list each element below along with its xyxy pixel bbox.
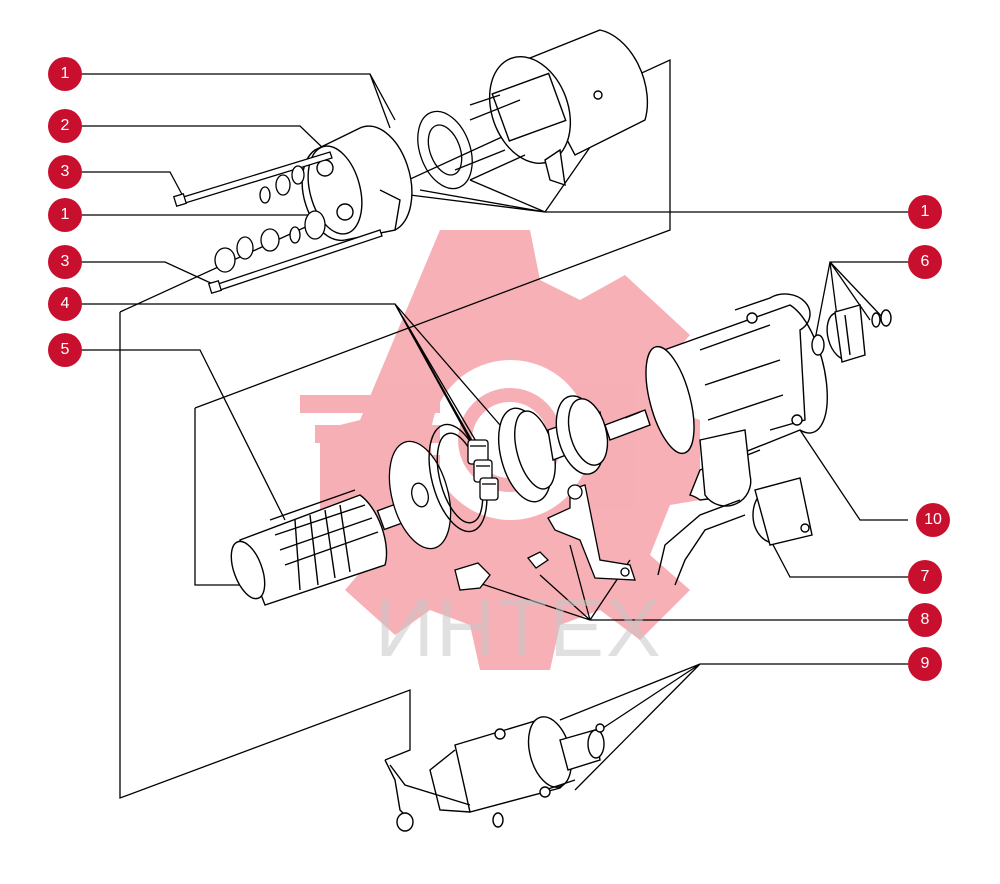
callout-2-marker: [48, 109, 82, 143]
leader-6: [814, 261, 908, 341]
callout-1a-label: 1: [60, 65, 70, 82]
callout-4-label: 4: [60, 295, 70, 312]
callout-badges: [48, 57, 950, 681]
callout-10-label: 10: [924, 511, 942, 528]
callout-3a-marker: [48, 155, 82, 189]
solenoid-small: [657, 477, 813, 586]
callout-1b-marker: [48, 198, 82, 232]
callout-3b-label: 3: [60, 253, 70, 270]
callout-9-marker: [908, 647, 942, 681]
callout-4-marker: [48, 287, 82, 321]
callout-8-label: 8: [920, 611, 930, 628]
callout-5-label: 5: [60, 341, 70, 358]
drive-housing: [645, 293, 828, 507]
callout-6-marker: [908, 245, 942, 279]
callout-1b-label: 1: [60, 206, 70, 223]
callout-5-marker: [48, 333, 82, 367]
nuts-washers: [214, 165, 326, 273]
solenoid-switch: [384, 716, 605, 832]
through-bolt-upper: [172, 151, 333, 208]
leader-4: [82, 303, 501, 466]
callout-2-label: 2: [60, 117, 70, 134]
callout-7-marker: [908, 560, 942, 594]
leader-9: [559, 663, 908, 791]
fork-lever: [454, 484, 636, 591]
callout-1c-marker: [908, 195, 942, 229]
leader-3b: [82, 261, 216, 286]
callout-1c-label: 1: [920, 203, 930, 220]
callout-8-marker: [908, 603, 942, 637]
callout-3b-marker: [48, 245, 82, 279]
brush-end-housing: [488, 29, 649, 187]
leader-1c: [409, 139, 908, 213]
planet-gears: [467, 439, 499, 501]
leader-5: [82, 349, 286, 521]
callout-6-label: 6: [920, 253, 930, 270]
leader-10: [799, 429, 908, 521]
output-shaft: [555, 395, 651, 475]
watermark-text: ИНТЕХ: [375, 583, 663, 674]
callout-10-marker: [916, 503, 950, 537]
leader-3a: [82, 171, 186, 201]
leader-2: [82, 125, 326, 151]
leader-8: [469, 544, 908, 621]
callout-9-label: 9: [920, 655, 930, 672]
callout-3a-label: 3: [60, 163, 70, 180]
leader-1a: [82, 73, 396, 129]
pinion-gear: [811, 304, 892, 363]
callout-7-label: 7: [920, 568, 930, 585]
frame-bottom: [119, 312, 411, 799]
callout-1a-marker: [48, 57, 82, 91]
intermediate-disc: [388, 440, 452, 550]
brush-holder-plate: [417, 94, 526, 190]
through-bolt-lower: [207, 229, 383, 295]
